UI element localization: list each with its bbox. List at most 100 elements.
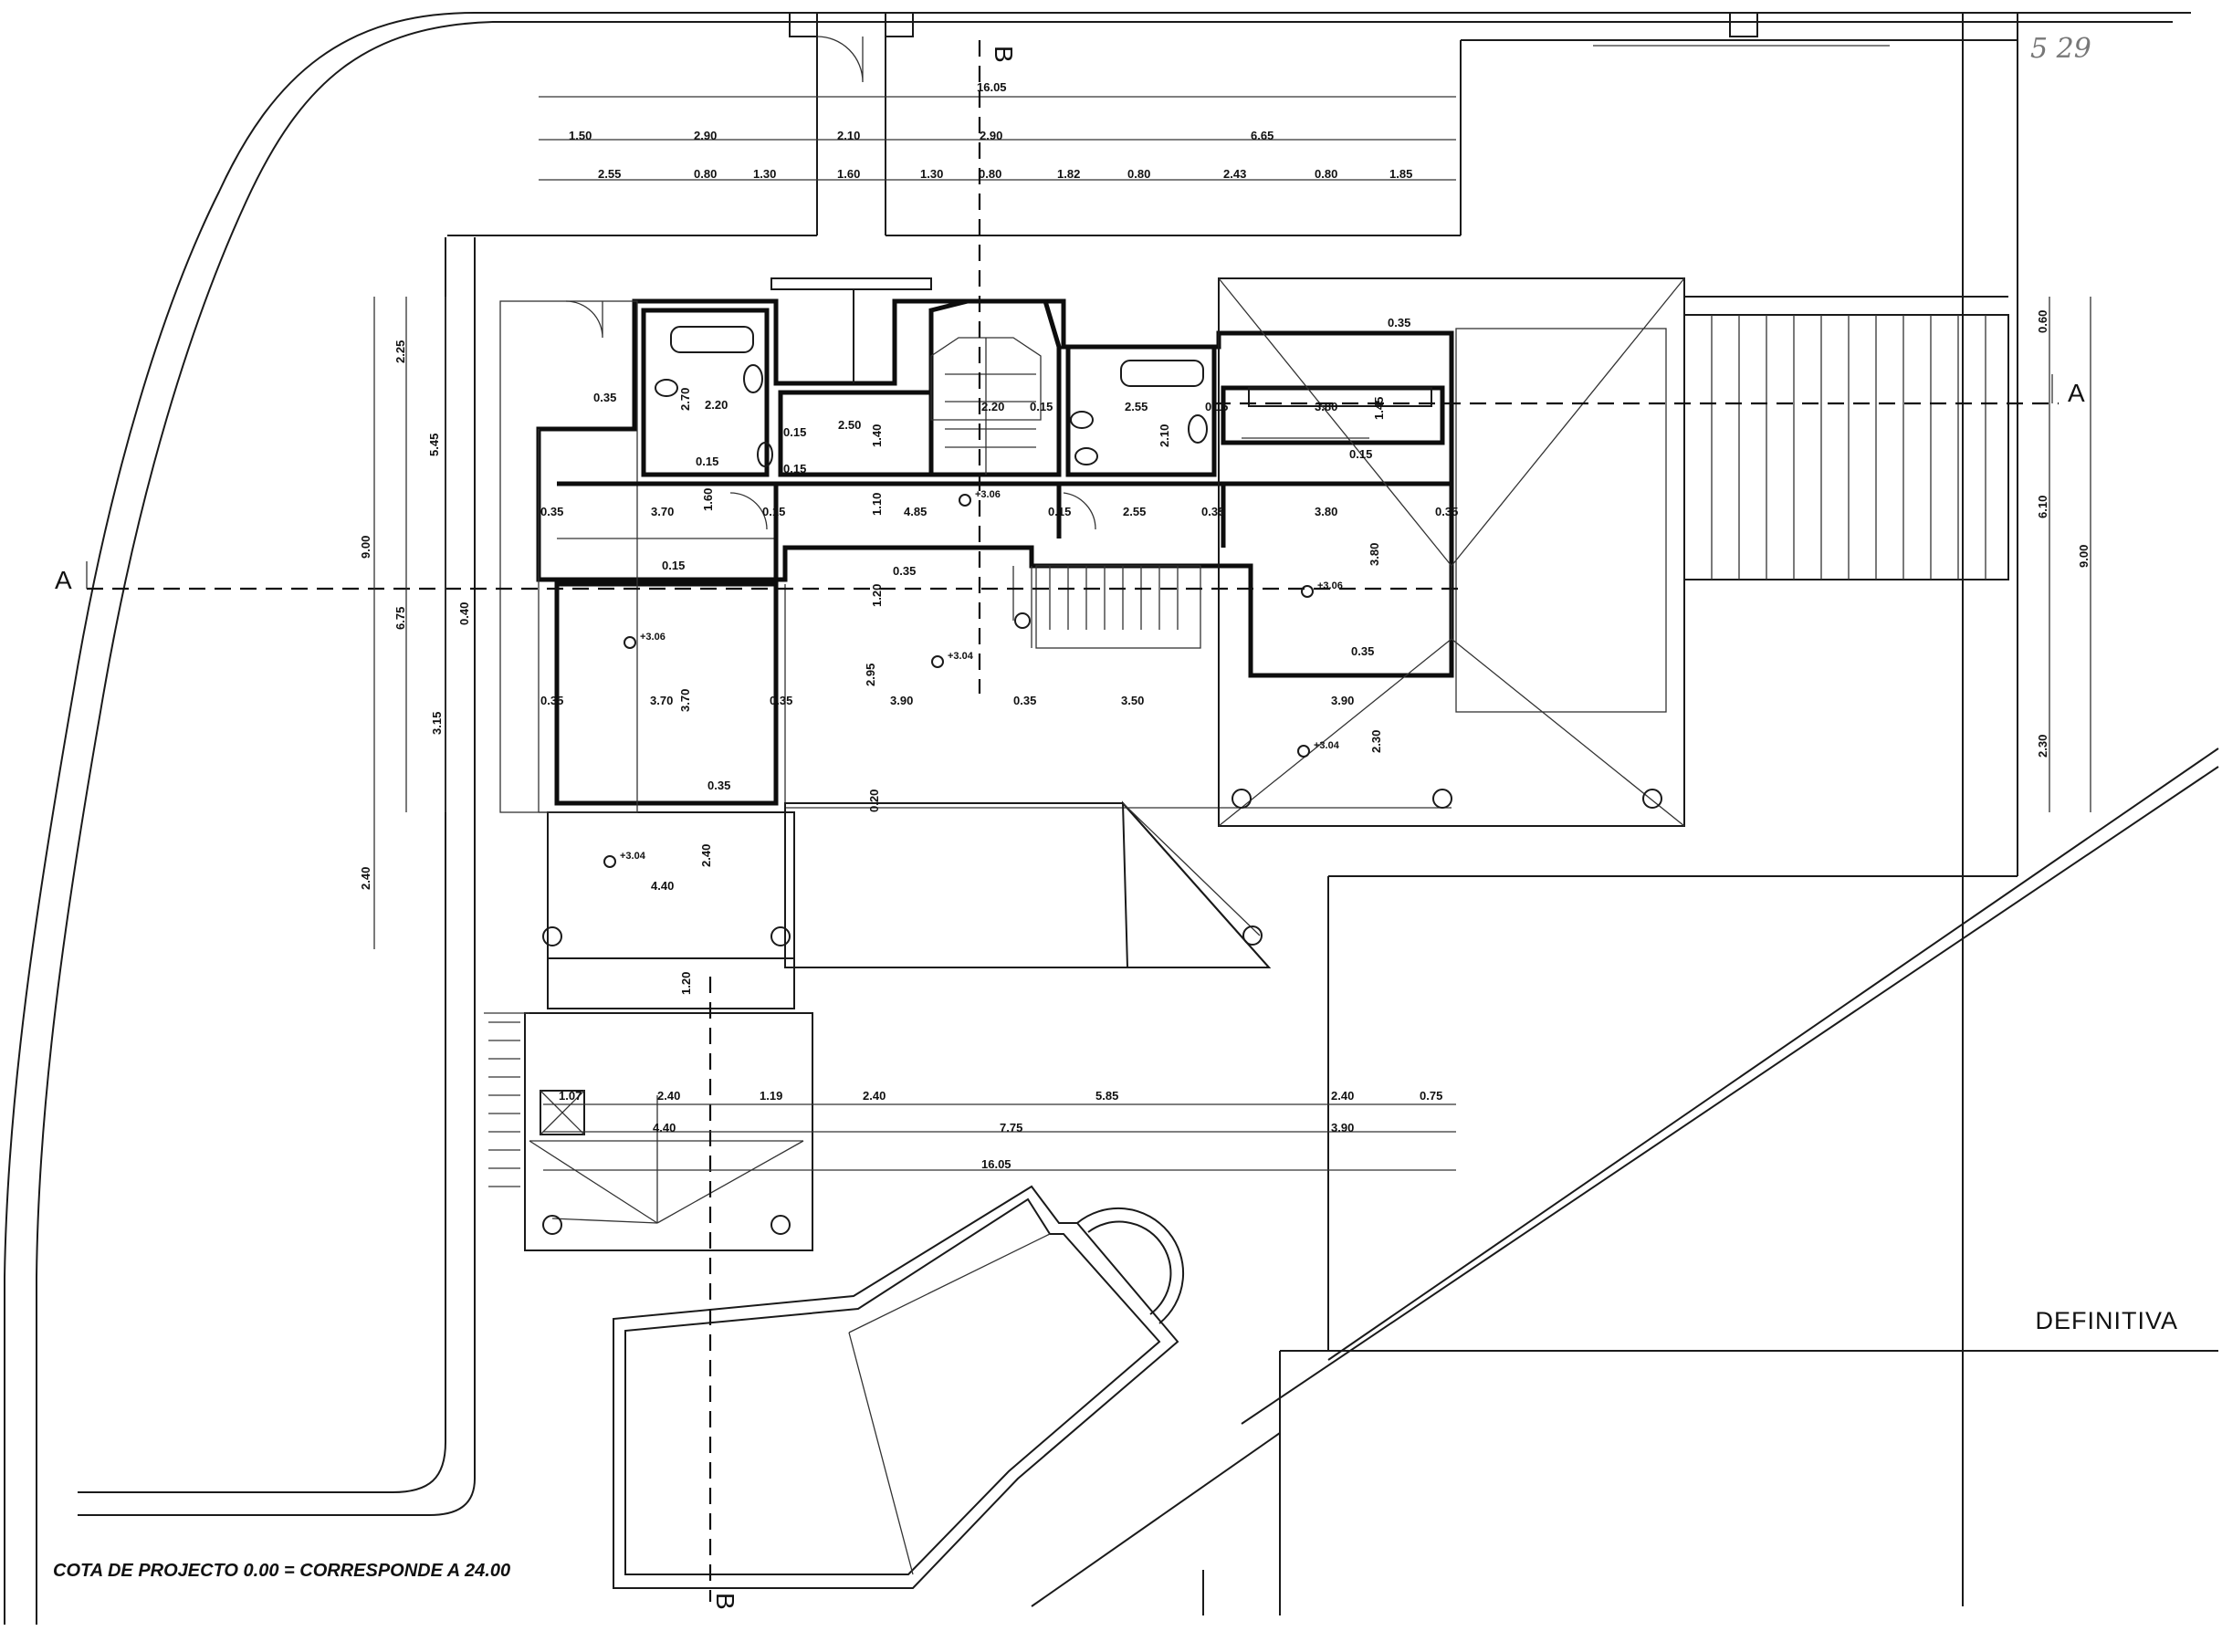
columns bbox=[542, 612, 1662, 1235]
handwritten-note: 5 29 bbox=[2030, 33, 2091, 65]
room-dim-42: 2.30 bbox=[1369, 730, 1383, 753]
top-dim-row3-4: 1.30 bbox=[920, 167, 943, 181]
level-0: +3.06 bbox=[975, 489, 1001, 500]
top-dim-row2-2: 2.10 bbox=[837, 129, 860, 142]
status-stamp: DEFINITIVA bbox=[2035, 1307, 2178, 1334]
room-dim-25: 0.35 bbox=[1201, 505, 1224, 518]
bottom-dim-row1-2: 1.19 bbox=[760, 1089, 782, 1103]
right-dim-0: 0.60 bbox=[2036, 310, 2049, 333]
bottom-dimension-lines: 1.07 2.40 1.19 2.40 5.85 2.40 0.75 4.40 … bbox=[543, 1089, 1456, 1171]
room-dim-33: 0.35 bbox=[540, 694, 563, 707]
room-dim-31: 3.80 bbox=[1368, 543, 1381, 566]
room-dim-1: 2.70 bbox=[678, 388, 692, 411]
left-dim-3: 6.75 bbox=[393, 607, 407, 630]
room-dim-27: 0.35 bbox=[1435, 505, 1458, 518]
bottom-dim-row1-1: 2.40 bbox=[657, 1089, 680, 1103]
room-dim-14: 0.15 bbox=[1349, 447, 1372, 461]
stair-left bbox=[488, 1021, 520, 1187]
top-dim-row3-2: 1.30 bbox=[753, 167, 776, 181]
top-dim-row3-3: 1.60 bbox=[837, 167, 860, 181]
top-dim-row1-0: 16.05 bbox=[977, 80, 1007, 94]
entry-canopy bbox=[770, 277, 932, 383]
room-dim-44: 0.20 bbox=[867, 789, 881, 812]
room-dim-8: 0.15 bbox=[1030, 400, 1053, 413]
room-dimensions: 0.35 2.70 2.20 0.15 2.50 1.40 0.15 2.20 … bbox=[540, 316, 1458, 995]
room-dim-7: 2.20 bbox=[981, 400, 1004, 413]
room-dim-34: 3.70 bbox=[650, 694, 673, 707]
left-dim-0: 2.25 bbox=[393, 340, 407, 363]
room-dim-29: 0.35 bbox=[893, 564, 916, 578]
pergola-right bbox=[1683, 296, 2009, 580]
room-dim-2: 2.20 bbox=[705, 398, 728, 412]
room-dim-12: 3.80 bbox=[1315, 400, 1337, 413]
pool-area bbox=[613, 1185, 1185, 1589]
left-dim-2: 9.00 bbox=[359, 536, 372, 559]
top-dim-row2-4: 6.65 bbox=[1251, 129, 1273, 142]
room-dim-36: 0.35 bbox=[770, 694, 792, 707]
left-dim-1: 5.45 bbox=[427, 434, 441, 456]
top-dim-row2-0: 1.50 bbox=[569, 129, 592, 142]
left-dim-4: 0.40 bbox=[457, 602, 471, 625]
room-dim-43: 0.35 bbox=[707, 779, 730, 792]
level-5: +3.04 bbox=[620, 851, 646, 862]
top-structures bbox=[447, 12, 2018, 236]
top-dim-row3-8: 2.43 bbox=[1223, 167, 1246, 181]
room-dim-30: 1.20 bbox=[870, 584, 884, 607]
level-reference-note: COTA DE PROJECTO 0.00 = CORRESPONDE A 24… bbox=[53, 1561, 511, 1581]
section-b-top-label: B bbox=[990, 46, 1018, 63]
room-dim-32: 0.35 bbox=[1351, 644, 1374, 658]
bottom-dim-row1-0: 1.07 bbox=[559, 1089, 582, 1103]
room-dim-10: 2.10 bbox=[1158, 424, 1171, 447]
bottom-dim-row1-3: 2.40 bbox=[863, 1089, 886, 1103]
room-dim-38: 3.90 bbox=[890, 694, 913, 707]
room-dim-28: 0.15 bbox=[662, 559, 685, 572]
room-dim-24: 2.55 bbox=[1123, 505, 1146, 518]
level-1: +3.06 bbox=[1317, 580, 1343, 591]
room-dim-3: 0.15 bbox=[696, 455, 718, 468]
roof-lines bbox=[784, 277, 1685, 968]
room-dim-13: 1.45 bbox=[1372, 397, 1386, 420]
room-dim-5: 1.40 bbox=[870, 424, 884, 447]
room-dim-47: 1.20 bbox=[679, 972, 693, 995]
room-dim-37: 2.95 bbox=[864, 664, 877, 686]
site-boundary bbox=[4, 12, 2219, 1625]
left-dim-5: 3.15 bbox=[430, 712, 444, 735]
level-2: +3.06 bbox=[640, 632, 666, 643]
room-dim-19: 1.60 bbox=[701, 488, 715, 511]
top-dim-row3-0: 2.55 bbox=[598, 167, 621, 181]
room-dim-9: 2.55 bbox=[1125, 400, 1148, 413]
top-dim-row2-1: 2.90 bbox=[694, 129, 717, 142]
room-dim-46: 2.40 bbox=[699, 844, 713, 867]
bottom-dim-row2-2: 3.90 bbox=[1331, 1121, 1354, 1134]
bottom-dim-row2-0: 4.40 bbox=[653, 1121, 676, 1134]
room-dim-0: 0.35 bbox=[593, 391, 616, 404]
room-dim-35: 3.70 bbox=[678, 689, 692, 712]
room-dim-4: 2.50 bbox=[838, 418, 861, 432]
right-dim-1: 6.10 bbox=[2036, 496, 2049, 518]
section-lines: A A B B bbox=[55, 40, 2085, 1610]
bottom-dim-row2-1: 7.75 bbox=[1000, 1121, 1022, 1134]
bottom-dim-row1-4: 5.85 bbox=[1095, 1089, 1118, 1103]
left-dimension-lines: 2.25 5.45 9.00 6.75 0.40 3.15 2.40 bbox=[359, 297, 471, 949]
bottom-dim-row1-6: 0.75 bbox=[1420, 1089, 1442, 1103]
top-dimension-lines: 16.05 1.50 2.90 2.10 2.90 6.65 2.55 0.80… bbox=[539, 80, 1456, 181]
section-a-right-label: A bbox=[2068, 379, 2085, 407]
top-dim-row2-3: 2.90 bbox=[980, 129, 1002, 142]
top-dim-row3-6: 1.82 bbox=[1057, 167, 1080, 181]
room-dim-26: 3.80 bbox=[1315, 505, 1337, 518]
room-dim-18: 3.70 bbox=[651, 505, 674, 518]
level-3: +3.04 bbox=[948, 651, 974, 662]
room-dim-22: 4.85 bbox=[904, 505, 927, 518]
section-b-bottom-label: B bbox=[711, 1593, 739, 1610]
room-dim-20: 0.15 bbox=[762, 505, 785, 518]
central-stair bbox=[945, 373, 1179, 630]
room-dim-39: 0.35 bbox=[1013, 694, 1036, 707]
right-dim-2: 9.00 bbox=[2077, 545, 2091, 568]
room-dim-45: 4.40 bbox=[651, 879, 674, 893]
room-dim-16: 0.15 bbox=[783, 462, 806, 476]
room-dim-21: 1.10 bbox=[870, 493, 884, 516]
top-dim-row3-5: 0.80 bbox=[979, 167, 1001, 181]
top-dim-row3-7: 0.80 bbox=[1127, 167, 1150, 181]
room-dim-41: 3.90 bbox=[1331, 694, 1354, 707]
